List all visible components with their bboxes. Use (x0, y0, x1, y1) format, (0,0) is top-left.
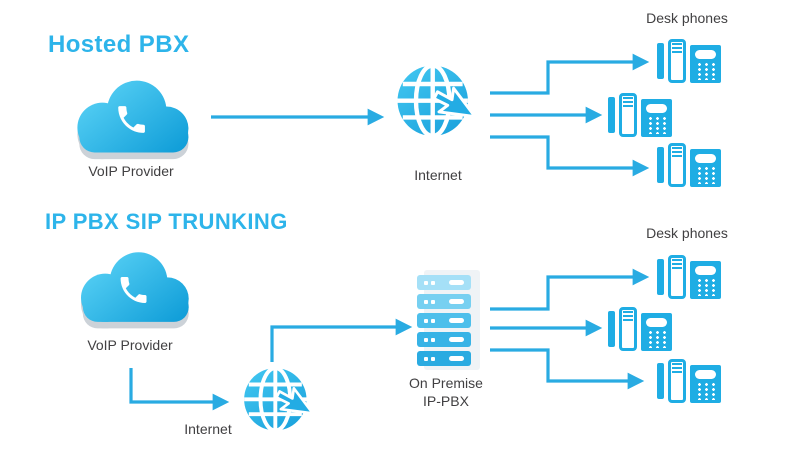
on-premise-label-line2: IP-PBX (423, 393, 469, 409)
phone-screen (646, 104, 667, 113)
desk-phone-icon (657, 141, 721, 188)
phone-side-bar (657, 43, 664, 79)
desk-phone-icon (657, 253, 721, 300)
hosted-pbx-title: Hosted PBX (48, 31, 190, 58)
arrow-internet-to-pbx (270, 318, 413, 362)
internet-globe-icon (244, 366, 315, 433)
cloud-voip-icon (81, 252, 189, 329)
cursor-pointer-icon (275, 386, 315, 415)
sip-trunking-title: IP PBX SIP TRUNKING (45, 209, 288, 234)
phone-side-bar (657, 363, 664, 399)
phone-side-bar (657, 147, 664, 183)
phone-keypad (647, 116, 667, 134)
internet-label: Internet (184, 421, 232, 437)
arrow-internet-to-phone-1 (490, 53, 650, 95)
desk-phone-icon (608, 305, 672, 352)
phone-grille (623, 97, 633, 108)
phone-keypad (696, 278, 716, 296)
phone-grille (672, 259, 682, 270)
arrow-cloud-to-internet-2 (129, 368, 230, 411)
phone-handset-icon (118, 106, 145, 133)
desk-phone-icon (608, 91, 672, 138)
desk-phone-icon (657, 357, 721, 404)
phone-side-bar (608, 311, 615, 347)
phone-keypad (647, 330, 667, 348)
desk-phones-label: Desk phones (646, 10, 728, 26)
server-unit (417, 332, 471, 347)
phone-screen (695, 50, 716, 59)
desk-phone-icon (657, 37, 721, 84)
cloud-voip-icon (77, 80, 189, 160)
server-unit (417, 313, 471, 328)
phone-handset-icon (120, 277, 147, 303)
desk-phones-label: Desk phones (646, 225, 728, 241)
phone-screen (695, 266, 716, 275)
phone-side-bar (608, 97, 615, 133)
pbx-server-icon (417, 270, 483, 375)
server-unit (417, 275, 471, 290)
phone-grille (623, 311, 633, 322)
on-premise-label-line1: On Premise (409, 375, 483, 391)
arrow-pbx-to-phone-3 (490, 348, 645, 390)
phone-grille (672, 147, 682, 158)
voip-provider-label: VoIP Provider (88, 163, 174, 179)
voip-provider-label: VoIP Provider (87, 337, 173, 353)
phone-grille (672, 363, 682, 374)
phone-keypad (696, 62, 716, 80)
phone-grille (672, 43, 682, 54)
phone-screen (695, 154, 716, 163)
phone-screen (695, 370, 716, 379)
phone-screen (646, 318, 667, 327)
server-unit (417, 294, 471, 309)
phone-keypad (696, 166, 716, 184)
internet-globe-icon (397, 63, 477, 139)
cursor-pointer-icon (432, 86, 477, 119)
phone-side-bar (657, 259, 664, 295)
server-unit (417, 351, 471, 366)
phone-keypad (696, 382, 716, 400)
arrow-internet-to-phone-3 (490, 135, 650, 177)
internet-label: Internet (414, 167, 462, 183)
